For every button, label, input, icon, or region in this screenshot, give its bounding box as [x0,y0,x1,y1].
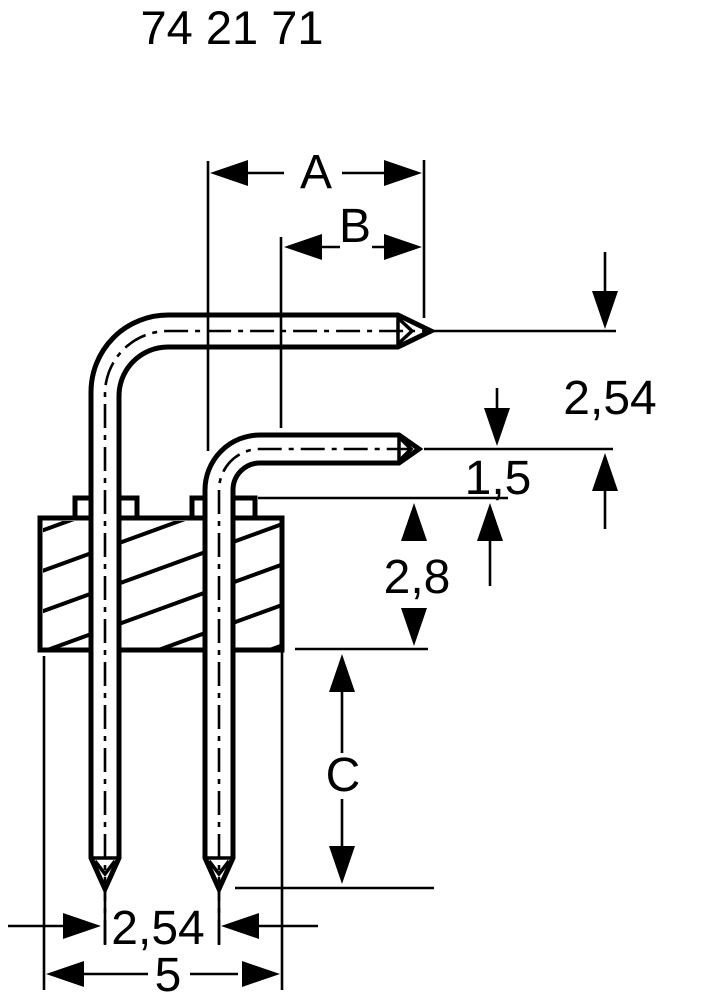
dim-c-label: C [326,749,361,802]
offset-arrow-up [477,503,503,541]
pin-2 [202,432,424,944]
dimension-c: C [235,647,434,890]
connector-body [37,495,285,653]
body-outline [37,515,285,653]
pin-2-centerline [217,447,417,944]
pin-pitch-label: 2,54 [111,902,204,955]
row-arrow-up [592,453,618,491]
dim-b-arrow-left [284,234,322,260]
body-hatch-right [233,521,280,649]
width-arrow-right [242,961,280,987]
row-arrow-down [592,291,618,329]
pin-1-tail-chevron [93,859,117,877]
body-height-arrow-up [401,503,427,541]
pitch-arrow-left [63,913,101,939]
pin-1-outline [88,312,437,896]
body-hatch-left [43,521,91,649]
dimension-a: A [206,146,426,451]
dim-a-label: A [300,146,332,199]
body-height-arrow-down [401,608,427,646]
dimension-body-height: 2,8 [384,503,451,646]
row-spacing-label: 2,54 [563,372,656,425]
dim-a-arrow-left [210,160,248,186]
pin-2-tip-chevron [398,436,414,462]
dimension-tail-offset: 1,5 [258,388,531,586]
dim-b-arrow-right [384,234,422,260]
part-number-label: 74 21 71 [141,1,324,54]
pin-1 [88,312,437,944]
body-height-label: 2,8 [384,551,451,604]
width-arrow-left [46,961,84,987]
body-width-label: 5 [155,949,182,1000]
dimension-pin-pitch: 2,54 [8,890,318,955]
tail-offset-label: 1,5 [465,452,532,505]
dim-b-label: B [339,200,371,253]
pin-2-outline [202,432,424,896]
body-hatch-middle [119,521,205,649]
dimension-b: B [279,200,422,428]
c-arrow-down [329,846,355,884]
pitch-arrow-right [221,913,259,939]
dimension-body-width: 5 [42,652,284,1000]
dimension-row-spacing: 2,54 [424,252,657,529]
dim-a-arrow-right [384,160,422,186]
offset-arrow-down [484,408,510,446]
pin-2-tail-chevron [207,859,231,877]
c-arrow-up [329,654,355,692]
